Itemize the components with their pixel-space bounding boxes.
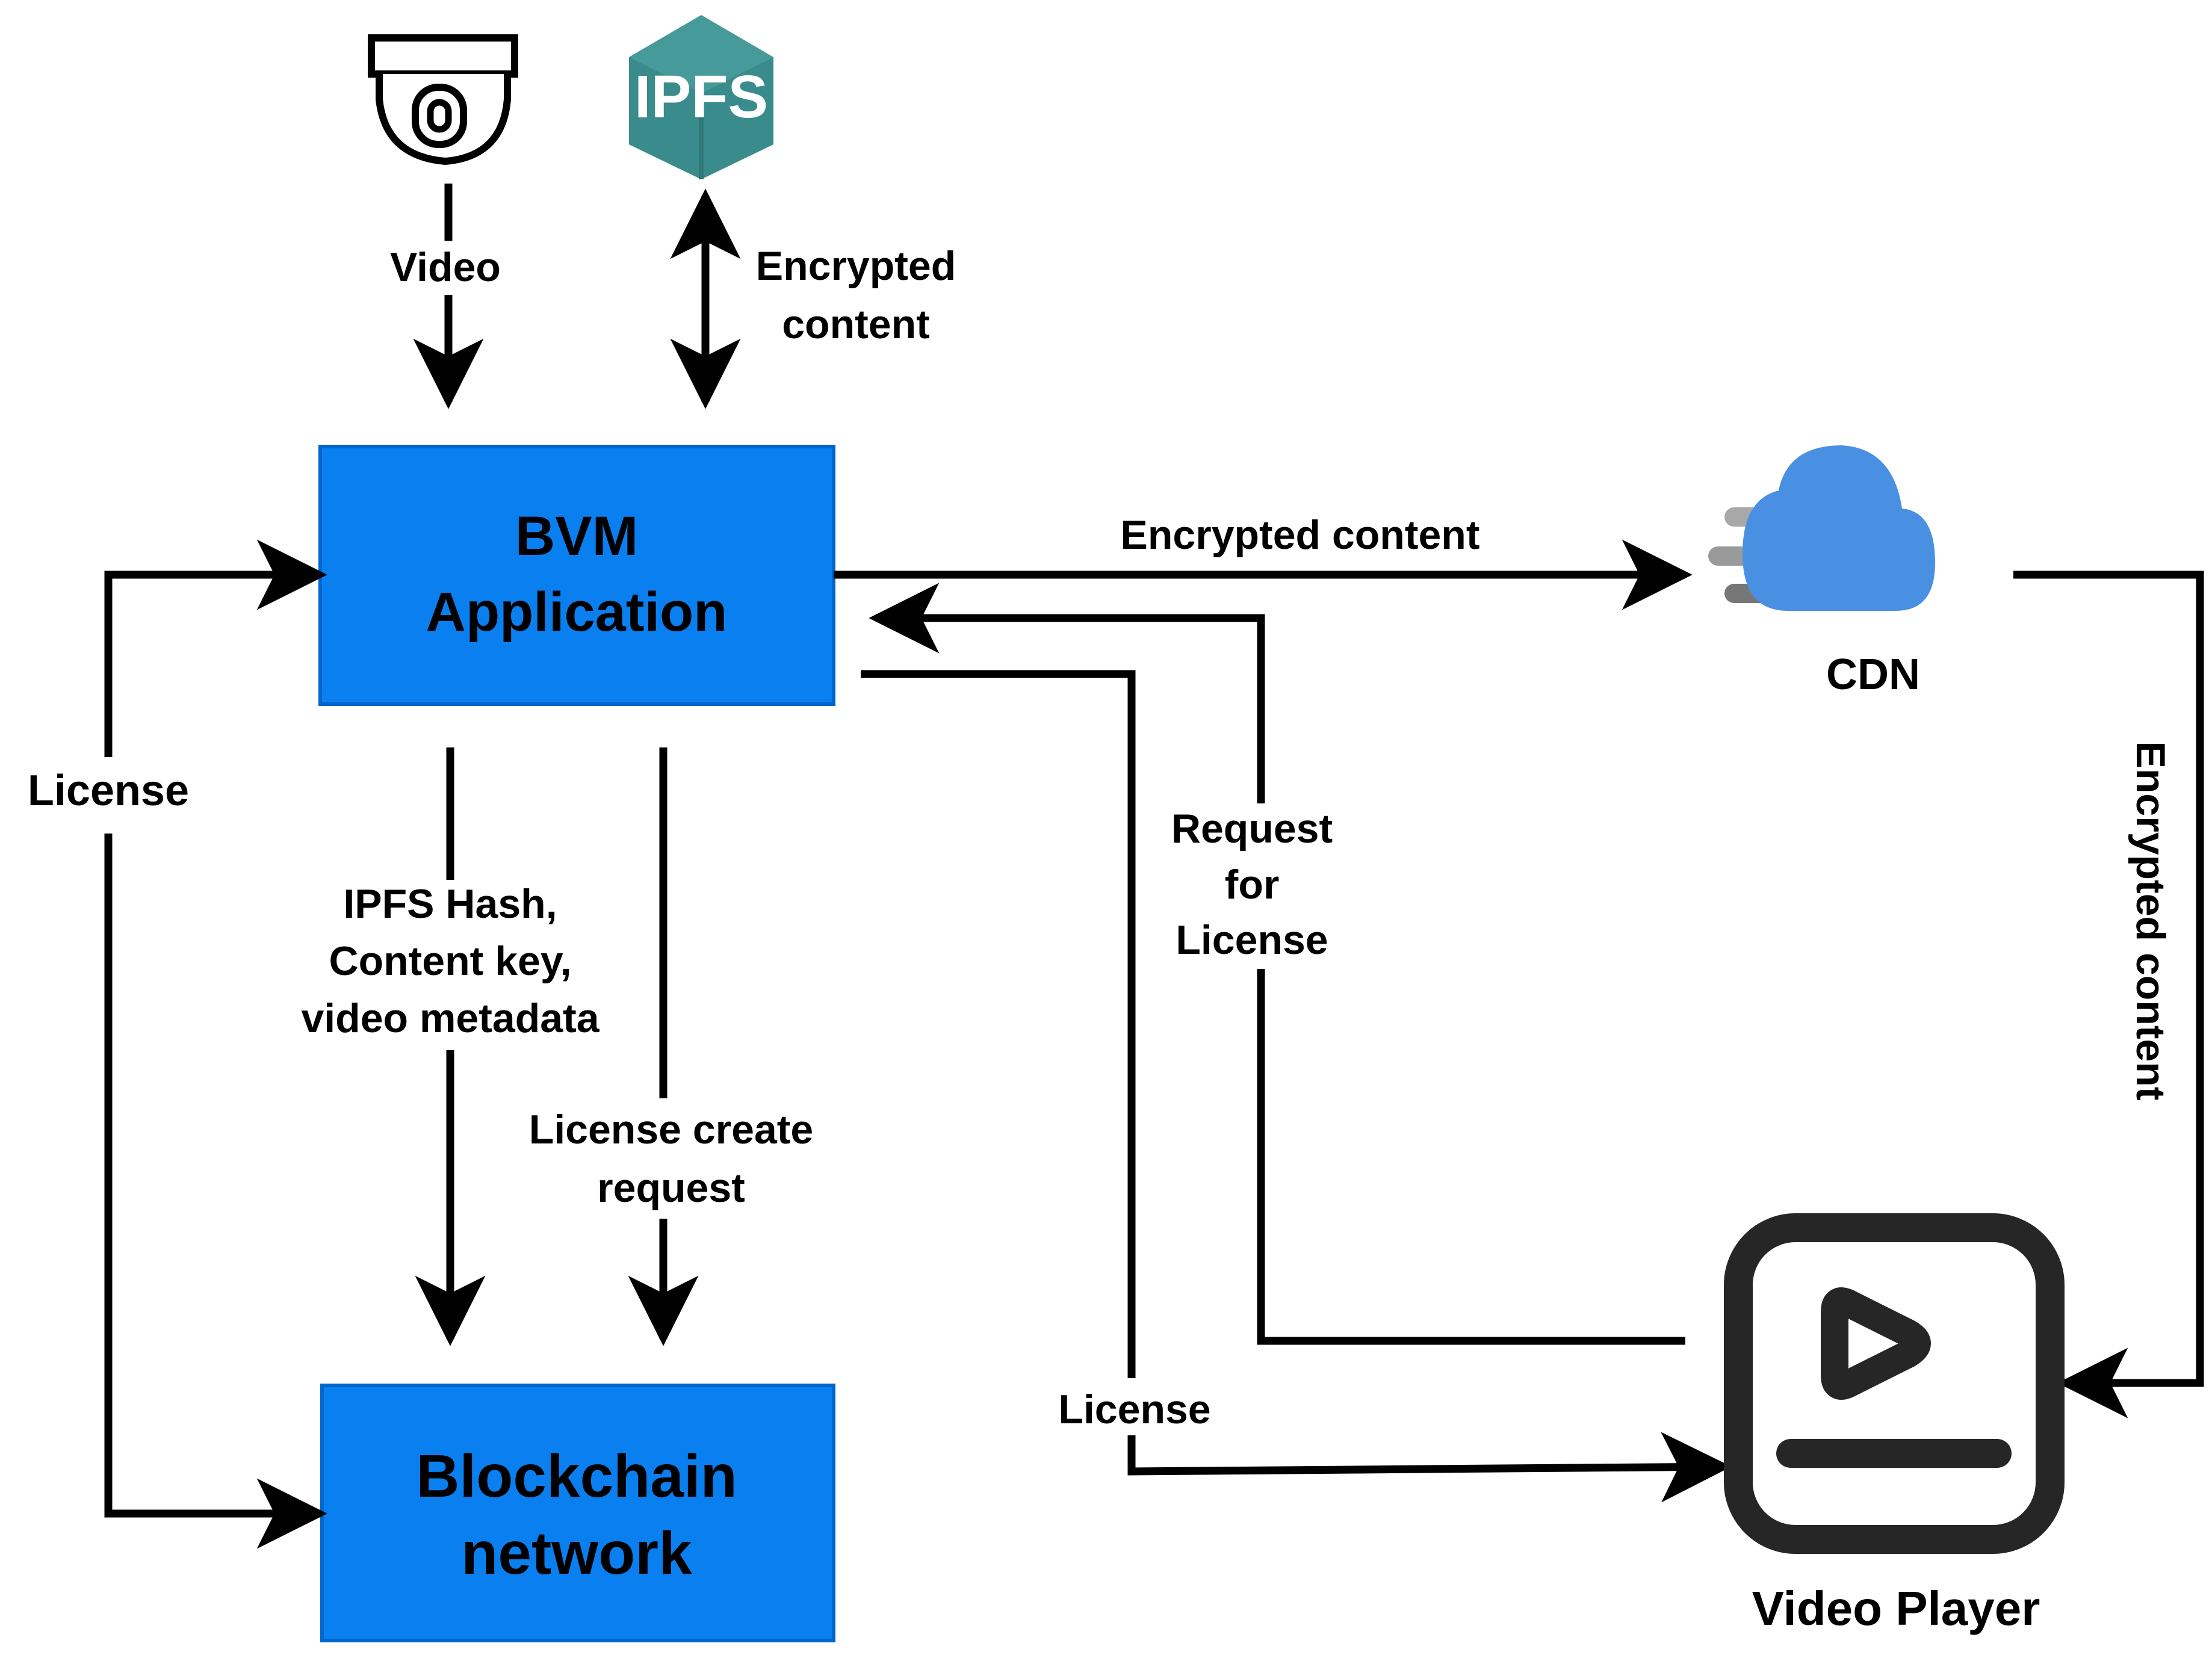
ipfs-label: IPFS [634,63,768,131]
license-player-label: License [1058,1387,1210,1432]
ipfs-cube-icon: IPFS [629,15,773,179]
cdn-to-player-label: Encrypted content [2128,741,2173,1101]
bvm-label-line1: BVM [515,506,638,567]
license-left-label: License [28,767,189,815]
license-create-label-line2: request [597,1165,745,1211]
license-player-edge-bottom [1127,1432,1732,1503]
license-left-edge-bottom [104,834,327,1549]
hash-label-line3: video metadata [301,995,599,1041]
cdn-label: CDN [1826,651,1920,699]
request-label-line1: Request [1171,806,1333,852]
blockchain-network-node[interactable]: Blockchain network [320,1384,835,1642]
cloud-icon [1708,445,1935,611]
cdn-to-player-edge [2013,571,2204,1418]
license-left-edge-top [104,539,327,757]
bvm-to-cdn-label: Encrypted content [1121,512,1480,558]
blockchain-label-line1: Blockchain [416,1443,737,1510]
ipfs-edge-label-line2: content [782,302,930,347]
blockchain-label-line2: network [461,1520,692,1587]
ipfs-edge-label-line1: Encrypted [756,243,956,289]
license-player-edge-top [861,670,1136,1378]
bvm-label-line2: Application [426,581,728,643]
hash-label-line1: IPFS Hash, [343,881,557,927]
video-player-icon[interactable] [1724,1213,2065,1554]
license-create-label-line1: License create [529,1107,814,1152]
video-label: Video [390,244,501,290]
hash-label-line2: Content key, [329,938,571,984]
request-license-edge-bottom [1257,969,1685,1345]
request-label-line2: for [1225,862,1280,908]
request-license-edge-top [869,583,1265,803]
request-label-line3: License [1176,917,1328,963]
video-player-label: Video Player [1752,1582,2040,1635]
security-camera-icon [368,34,518,166]
bvm-application-node[interactable]: BVM Application [318,445,835,706]
